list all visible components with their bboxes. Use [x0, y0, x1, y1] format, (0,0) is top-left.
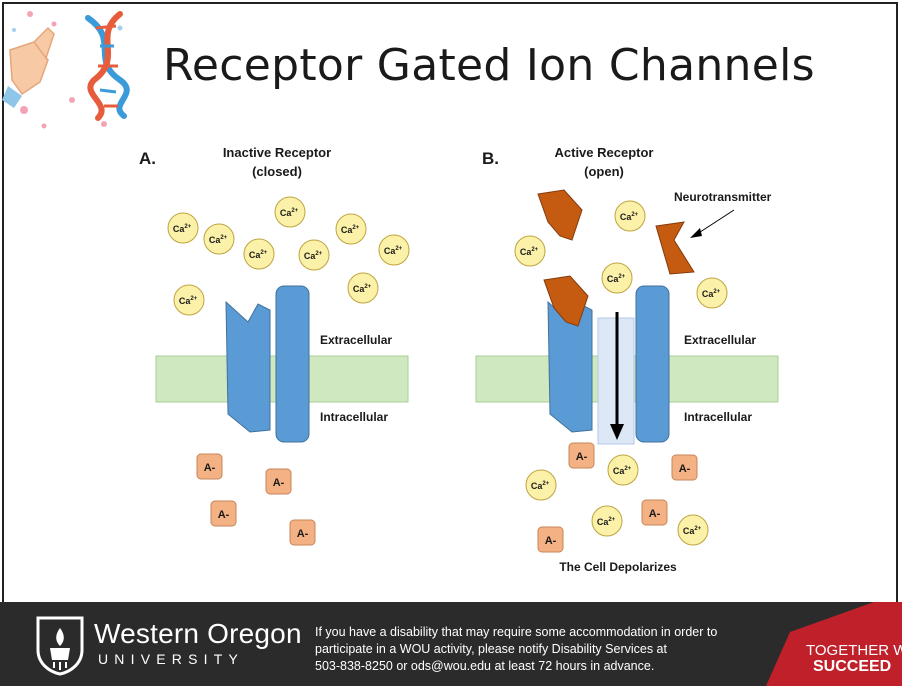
notice-line: 503-838-8250 or ods@wou.edu at least 72 … — [315, 659, 655, 673]
anion: A- — [537, 526, 564, 553]
calcium-ion: Ca2+ — [274, 196, 306, 228]
panel-b-letter: B. — [482, 149, 499, 168]
svg-text:Ca2+: Ca2+ — [531, 481, 550, 491]
svg-text:Ca2+: Ca2+ — [280, 208, 299, 218]
intracellular-label-b: Intracellular — [684, 410, 752, 424]
dot-decoration — [69, 97, 75, 103]
svg-text:A-: A- — [679, 463, 691, 475]
svg-text:A-: A- — [204, 462, 216, 474]
dot-decoration — [117, 25, 123, 31]
dna-icon — [85, 11, 130, 121]
svg-text:A-: A- — [649, 508, 661, 520]
panel-a-letter: A. — [139, 149, 156, 168]
svg-text:Ca2+: Ca2+ — [702, 289, 721, 299]
calcium-ion: Ca2+ — [525, 469, 557, 501]
svg-text:A-: A- — [218, 509, 230, 521]
panel-b-heading: Active Receptor — [555, 145, 654, 160]
panel-a-subheading: (closed) — [252, 164, 302, 179]
svg-text:A-: A- — [297, 528, 309, 540]
svg-text:Ca2+: Ca2+ — [173, 224, 192, 234]
neurotransmitter — [655, 221, 695, 275]
anion: A- — [568, 442, 595, 469]
calcium-ion: Ca2+ — [243, 238, 275, 270]
svg-text:Ca2+: Ca2+ — [607, 274, 626, 284]
calcium-ion: Ca2+ — [298, 239, 330, 271]
anion: A- — [289, 519, 316, 546]
ion-flow-arrowhead — [610, 424, 624, 440]
dna-hand-icon — [2, 11, 130, 129]
notice-line: If you have a disability that may requir… — [315, 625, 718, 639]
university-logo-sub: UNIVERSITY — [98, 651, 245, 667]
anion: A- — [265, 468, 292, 495]
intracellular-label-a: Intracellular — [320, 410, 388, 424]
anion: A- — [671, 454, 698, 481]
svg-text:A-: A- — [273, 477, 285, 489]
anion: A- — [210, 500, 237, 527]
hand-icon — [2, 26, 55, 108]
tagline-line-2: SUCCEED — [813, 658, 892, 675]
svg-text:Ca2+: Ca2+ — [353, 284, 372, 294]
calcium-ion: Ca2+ — [378, 234, 410, 266]
dot-decoration — [20, 106, 28, 114]
calcium-ion: Ca2+ — [347, 272, 379, 304]
dot-decoration — [101, 121, 107, 127]
depolarize-caption: The Cell Depolarizes — [559, 560, 677, 574]
footer: Western Oregon UNIVERSITY If you have a … — [0, 602, 902, 686]
extracellular-label-b: Extracellular — [684, 333, 756, 347]
university-logo-name: Western Oregon — [94, 618, 302, 649]
svg-text:A-: A- — [576, 451, 588, 463]
svg-text:Ca2+: Ca2+ — [597, 517, 616, 527]
dot-decoration — [27, 11, 33, 17]
calcium-ion: Ca2+ — [607, 454, 639, 486]
ion-channel-diagram: A. Inactive Receptor (closed) Extracellu… — [139, 145, 779, 574]
calcium-ion: Ca2+ — [677, 514, 709, 546]
extracellular-label-a: Extracellular — [320, 333, 392, 347]
svg-text:Ca2+: Ca2+ — [179, 296, 198, 306]
slide-frame — [2, 2, 898, 602]
svg-text:Ca2+: Ca2+ — [384, 246, 403, 256]
svg-text:Ca2+: Ca2+ — [520, 247, 539, 257]
calcium-ion: Ca2+ — [591, 505, 623, 537]
neurotransmitter-label: Neurotransmitter — [674, 190, 772, 204]
calcium-ion: Ca2+ — [696, 277, 728, 309]
calcium-ion: Ca2+ — [167, 212, 199, 244]
disability-notice: If you have a disability that may requir… — [315, 624, 745, 675]
neurotransmitter — [537, 189, 583, 241]
receptor-channel-a — [275, 285, 310, 443]
notice-line: participate in a WOU activity, please no… — [315, 642, 667, 656]
neurotransmitter-pointer-head — [690, 228, 702, 238]
calcium-ion: Ca2+ — [514, 235, 546, 267]
anion: A- — [641, 499, 668, 526]
panel-b-subheading: (open) — [584, 164, 624, 179]
svg-text:Ca2+: Ca2+ — [304, 251, 323, 261]
calcium-ion: Ca2+ — [203, 223, 235, 255]
receptor-channel-b — [635, 285, 670, 443]
calcium-ion: Ca2+ — [601, 262, 633, 294]
svg-text:Ca2+: Ca2+ — [620, 212, 639, 222]
svg-text:Ca2+: Ca2+ — [613, 466, 632, 476]
neurotransmitter-bound — [543, 275, 589, 327]
dot-decoration — [51, 21, 57, 27]
calcium-ion: Ca2+ — [335, 213, 367, 245]
tagline-line-1: TOGETHER WE — [806, 642, 902, 659]
university-shield-icon — [36, 616, 84, 676]
page-title: Receptor Gated Ion Channels — [163, 40, 815, 91]
dot-decoration — [41, 123, 47, 129]
calcium-ion: Ca2+ — [614, 200, 646, 232]
svg-text:Ca2+: Ca2+ — [249, 250, 268, 260]
receptor-gate-a — [225, 300, 271, 433]
calcium-ion: Ca2+ — [173, 284, 205, 316]
anion: A- — [196, 453, 223, 480]
svg-text:Ca2+: Ca2+ — [209, 235, 228, 245]
dot-decoration — [12, 28, 16, 32]
panel-a-heading: Inactive Receptor — [223, 145, 331, 160]
svg-text:Ca2+: Ca2+ — [341, 225, 360, 235]
tagline-banner — [766, 602, 902, 686]
svg-text:A-: A- — [545, 535, 557, 547]
svg-text:Ca2+: Ca2+ — [683, 526, 702, 536]
